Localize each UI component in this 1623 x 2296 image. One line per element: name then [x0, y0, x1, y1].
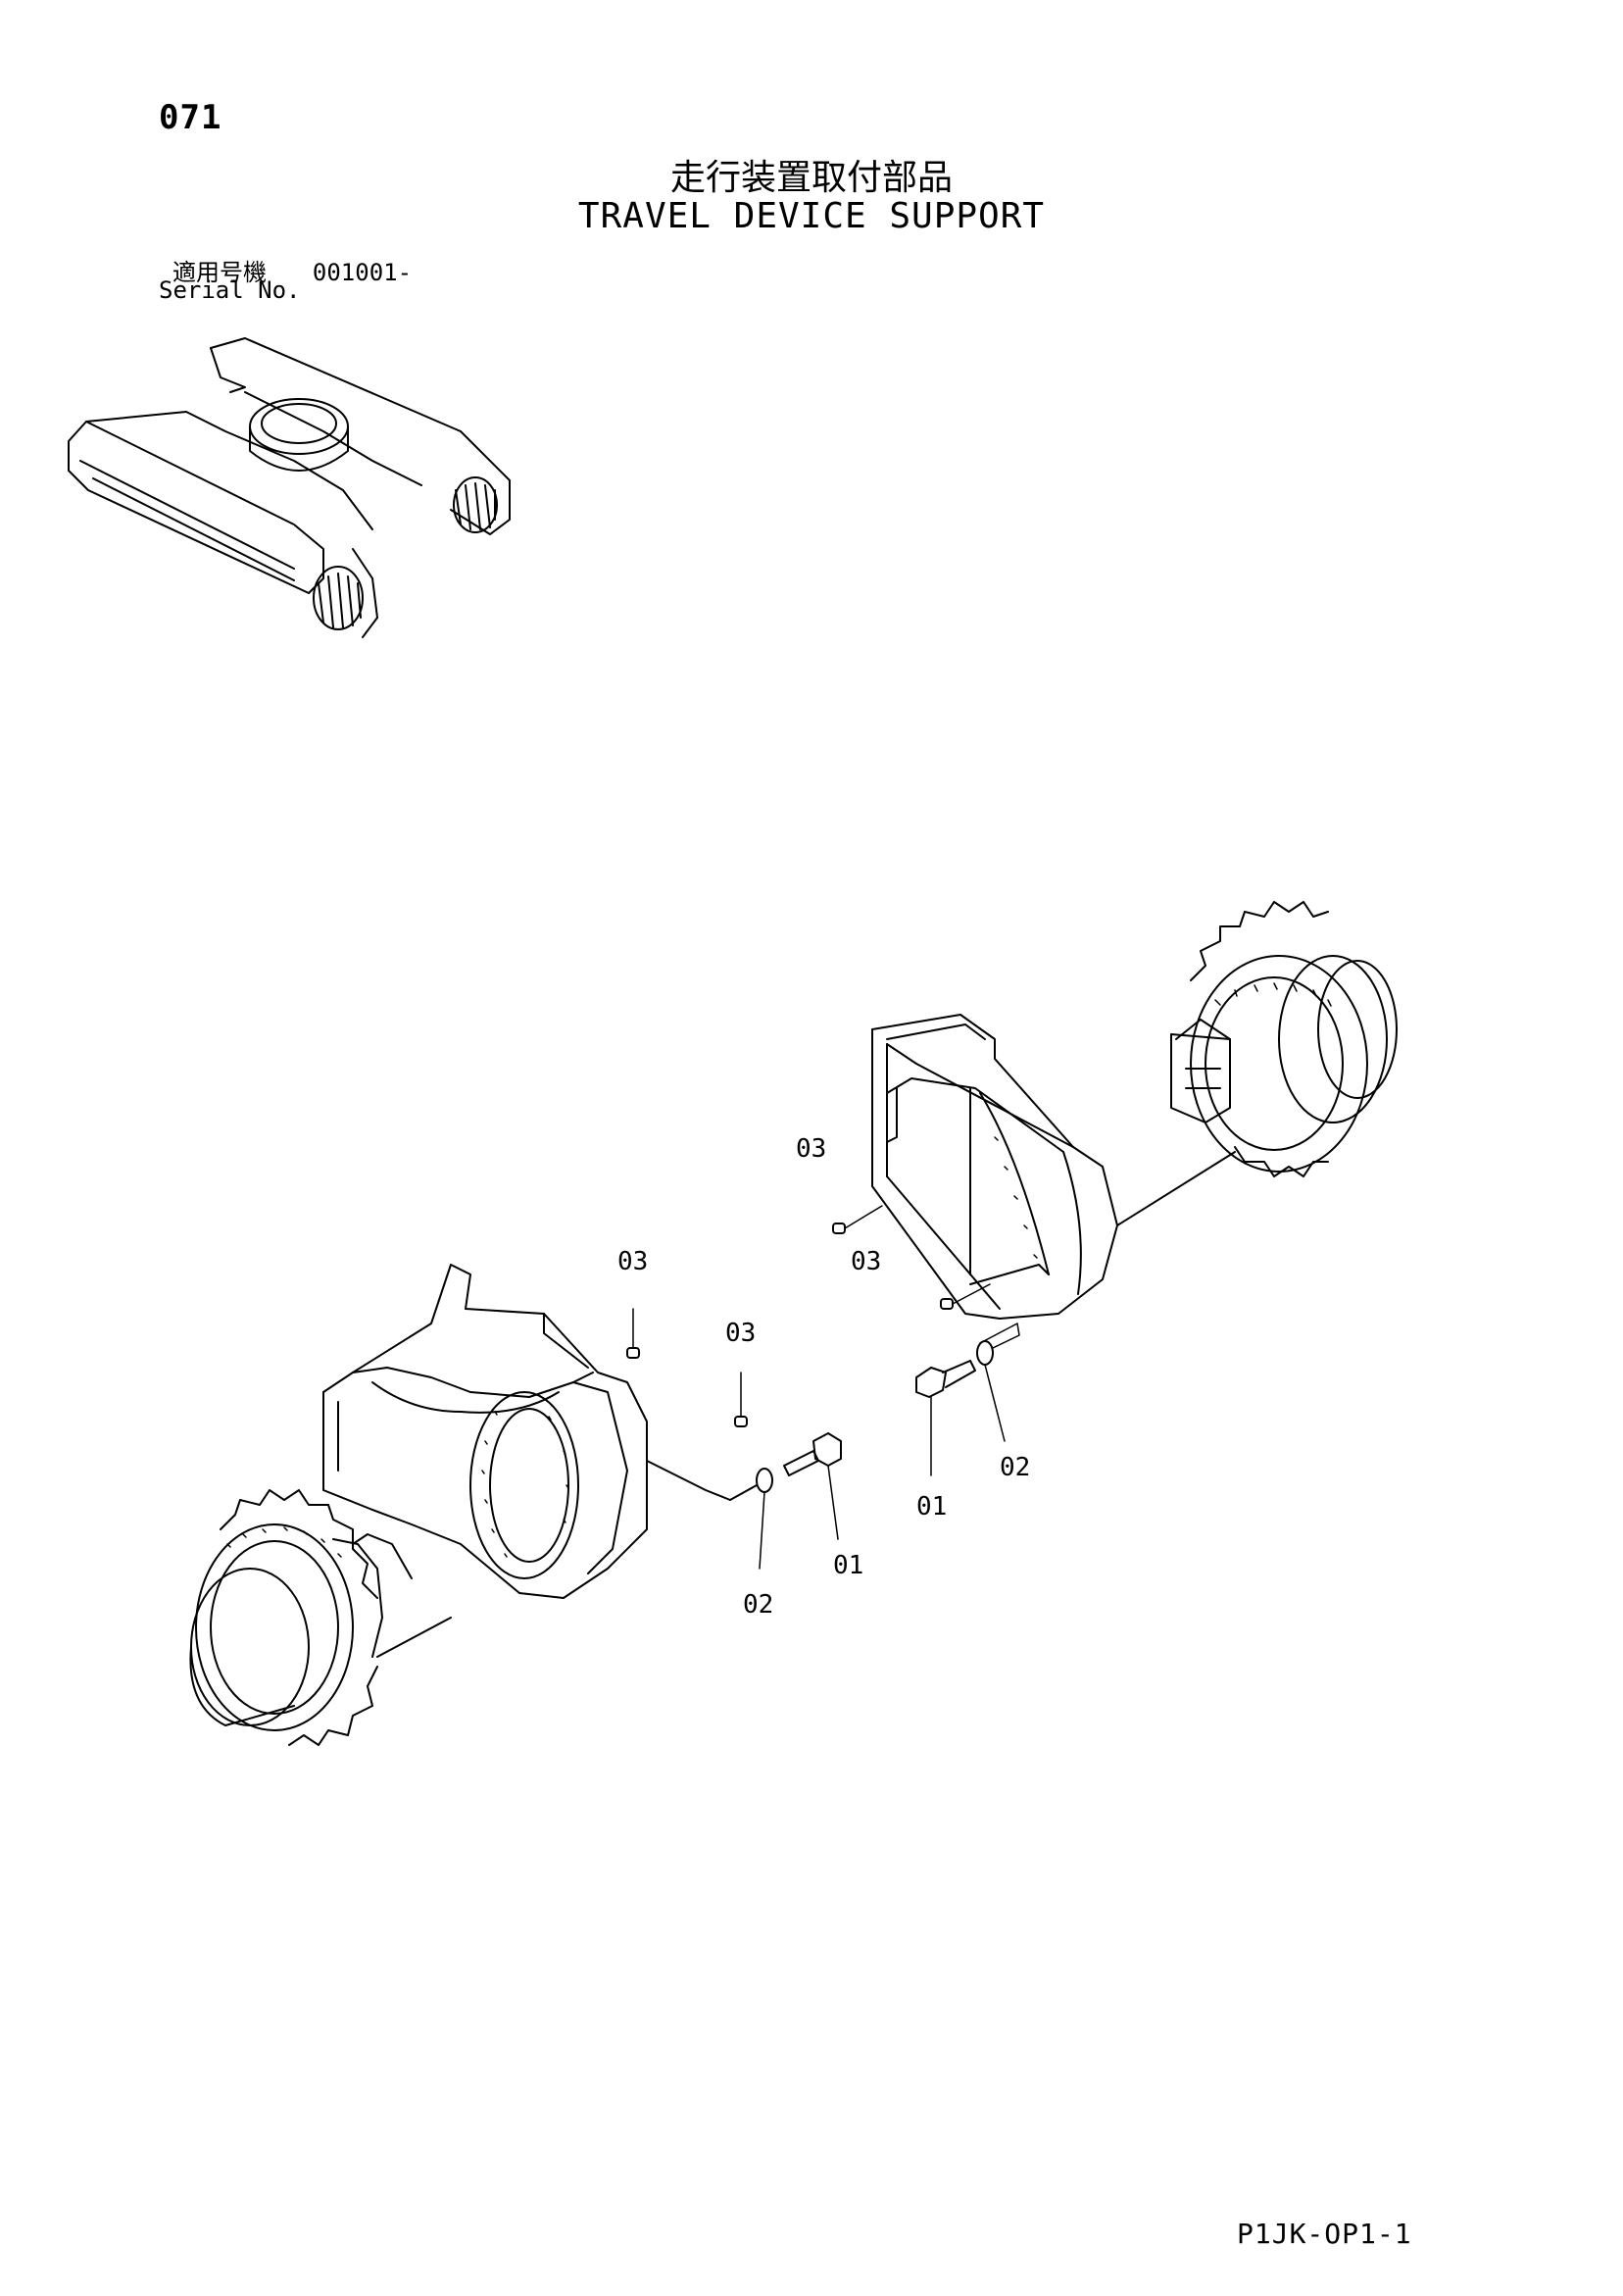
plug-parts-lower — [626, 1308, 748, 1427]
left-travel-motor-sprocket — [189, 1489, 452, 1746]
title-japanese: 走行装置取付部品 — [669, 158, 953, 198]
callout-leader-lines — [759, 1364, 1006, 1570]
title-english: TRAVEL DEVICE SUPPORT — [577, 196, 1046, 236]
right-travel-motor-sprocket — [1170, 901, 1398, 1177]
callout-03-upper-left: 03 — [796, 1134, 826, 1164]
track-frame-overview-illustration — [68, 337, 511, 638]
serial-label-japanese: 適用号機 — [172, 259, 267, 286]
serial-number-value: 001001- — [312, 259, 413, 286]
serial-label-english: Serial No. — [159, 276, 301, 304]
bolt-washer-upper — [915, 1323, 1020, 1398]
bolt-washer-lower — [729, 1432, 842, 1501]
page-number: 071 — [159, 98, 222, 137]
callout-03-lower-right: 03 — [725, 1319, 756, 1348]
serial-applicable-line: 適用号機 001001- — [172, 253, 412, 287]
left-frame-bracket — [322, 1264, 731, 1599]
plug-parts-upper — [832, 1205, 991, 1310]
callout-02-lower: 02 — [743, 1590, 773, 1620]
callout-01-upper: 01 — [916, 1492, 947, 1522]
right-frame-bracket — [871, 1014, 1236, 1320]
footer-drawing-code: P1JK-OP1-1 — [1237, 2218, 1412, 2250]
callout-03-lower-left: 03 — [617, 1247, 648, 1276]
callout-02-upper: 02 — [1000, 1453, 1030, 1482]
callout-01-lower: 01 — [833, 1551, 863, 1580]
callout-03-upper-right: 03 — [851, 1247, 881, 1276]
